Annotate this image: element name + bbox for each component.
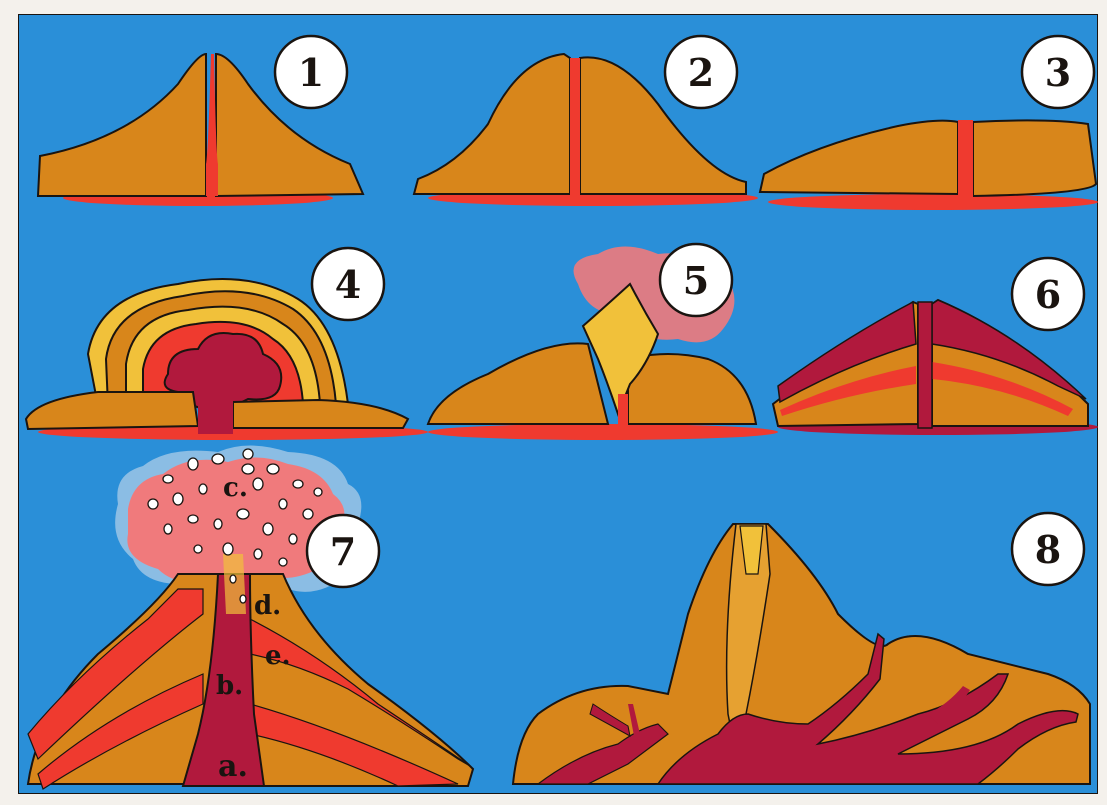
label-b: b. bbox=[216, 671, 243, 701]
badge-4-text: 4 bbox=[335, 262, 361, 307]
badge-7: 7 bbox=[307, 515, 379, 587]
badge-5: 5 bbox=[660, 244, 732, 316]
badge-7-text: 7 bbox=[330, 529, 356, 574]
label-c: c. bbox=[223, 473, 248, 503]
badge-8-text: 8 bbox=[1035, 527, 1061, 572]
badge-4: 4 bbox=[312, 248, 384, 320]
badge-6-text: 6 bbox=[1035, 272, 1061, 317]
badge-2-text: 2 bbox=[688, 50, 714, 95]
badge-1-text: 1 bbox=[298, 50, 324, 95]
badge-3: 3 bbox=[1022, 36, 1094, 108]
label-e: e. bbox=[265, 641, 291, 671]
label-d: d. bbox=[254, 591, 281, 621]
badge-8: 8 bbox=[1012, 513, 1084, 585]
badge-5-text: 5 bbox=[683, 258, 709, 303]
label-a: a. bbox=[218, 749, 248, 784]
volcano-types-diagram: c. d. e. b. a. 1 2 3 4 5 6 bbox=[18, 14, 1098, 794]
badge-3-text: 3 bbox=[1045, 50, 1071, 95]
badge-2: 2 bbox=[665, 36, 737, 108]
badge-1: 1 bbox=[275, 36, 347, 108]
badge-6: 6 bbox=[1012, 258, 1084, 330]
